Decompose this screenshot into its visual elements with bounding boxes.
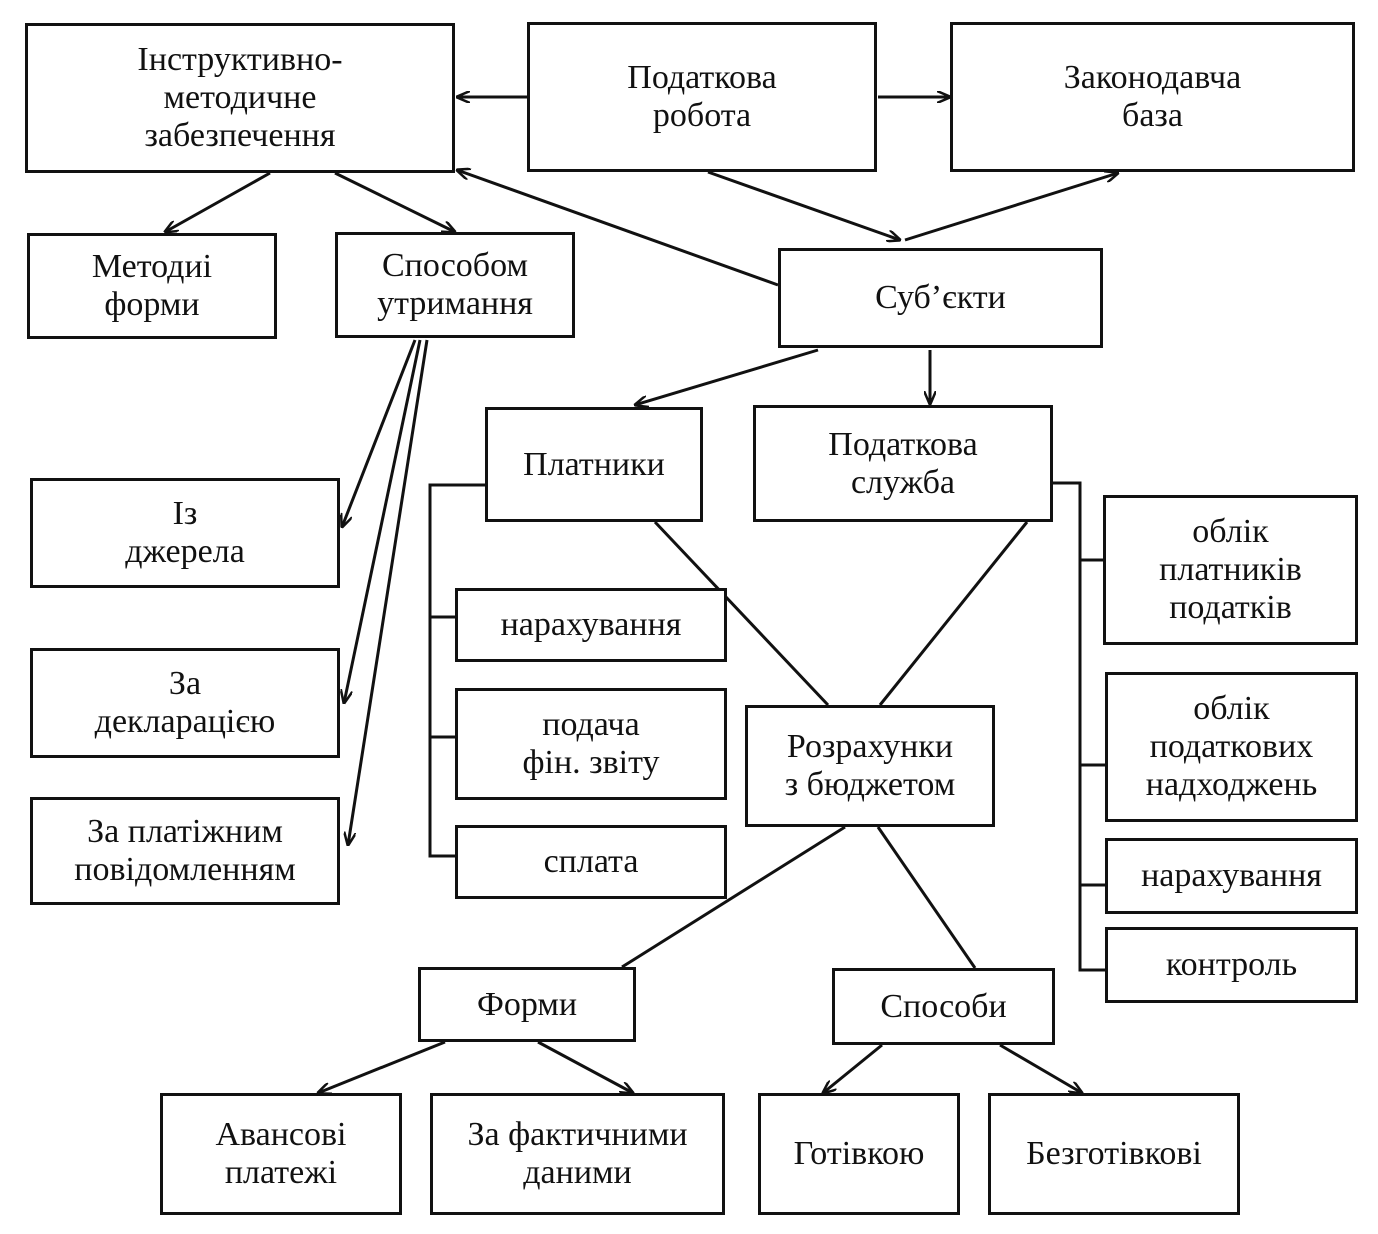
node-from-source: Із джерела [30,478,340,588]
node-payers: Платники [485,407,703,522]
node-subjects: Суб’єкти [778,248,1103,348]
node-instructive-support: Інструктивно- методичне забезпечення [25,23,455,173]
edge-subjects-payers [635,348,819,405]
edge-withholding-source [342,339,417,527]
edge-instructive-methods [165,171,271,232]
edge-ways-noncash [999,1043,1082,1093]
edge-instructive-withholding [334,171,455,232]
edge-payers-budget [653,520,830,707]
node-non-cash: Безготівкові [988,1093,1240,1215]
node-control: контроль [1105,927,1358,1003]
node-cash: Готівкою [758,1093,960,1215]
node-registry-payers: облік платників податків [1103,495,1358,645]
node-methods-forms: Методиі форми [27,233,277,339]
edge-withholding-notice [348,339,429,845]
edge-forms-actual [537,1040,633,1093]
edge-subjects-instructive [457,170,779,287]
node-forms: Форми [418,967,636,1042]
node-payment: сплата [455,825,727,899]
edge-budget-ways [876,826,977,969]
edge-taxwork-subjects [707,170,900,240]
edge-service-budget [878,521,1029,706]
edge-subjects-legislative [904,173,1118,242]
edge-budget-forms [621,825,846,969]
payers-bracket [428,483,488,858]
node-by-declaration: За декларацією [30,648,340,758]
node-legislative-base: Законодавча база [950,22,1355,172]
node-registry-receipts: облік податкових надходжень [1105,672,1358,822]
node-budget-settlements: Розрахунки з бюджетом [745,705,995,827]
node-advance-payments: Авансові платежі [160,1093,402,1215]
node-actual-data: За фактичними даними [430,1093,725,1215]
node-ways: Способи [832,968,1055,1045]
edge-withholding-declaration [344,339,422,703]
node-tax-service: Податкова служба [753,405,1053,522]
service-bracket [1053,481,1105,972]
node-service-accrual: нарахування [1105,838,1358,914]
node-withholding-method: Способом утримання [335,232,575,338]
node-payer-accrual: нарахування [455,588,727,662]
edge-ways-cash [823,1043,883,1093]
node-tax-work: Податкова робота [527,22,877,172]
node-by-payment-notice: За платіжним повідомленням [30,797,340,905]
node-fin-report: подача фін. звіту [455,688,727,800]
edge-forms-advance [318,1040,446,1093]
